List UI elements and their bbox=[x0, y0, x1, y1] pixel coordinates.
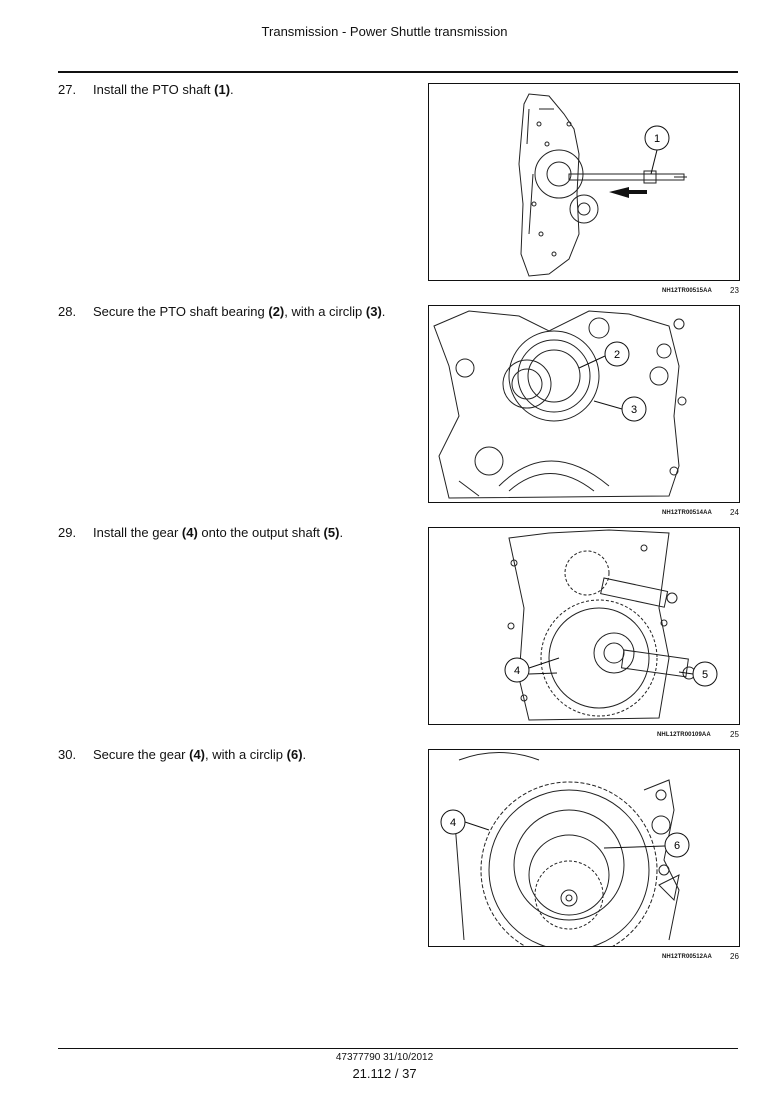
step-number: 27. bbox=[58, 82, 77, 97]
callout-6-marker bbox=[664, 832, 690, 858]
part-ref: (4) bbox=[189, 747, 206, 762]
footer-divider bbox=[58, 1048, 738, 1049]
callout-label: 1 bbox=[654, 133, 660, 145]
figure-23-pto-shaft-illustration: 1 bbox=[428, 83, 740, 281]
step-text: Secure the gear bbox=[93, 747, 190, 762]
figure-number: 24 bbox=[730, 508, 739, 517]
footer-document-id: 47377790 31/10/2012 bbox=[335, 1052, 434, 1063]
figure-number: 26 bbox=[730, 952, 739, 961]
output-gear-drawing: 4 5 bbox=[504, 529, 718, 721]
figure-code: NH12TR00515AA bbox=[662, 288, 712, 294]
footer-page-number: 21.112 / 37 bbox=[352, 1066, 417, 1081]
step-27: 27.Install the PTO shaft (1). bbox=[58, 82, 234, 97]
callout-label: 6 bbox=[674, 840, 680, 852]
part-ref: (1) bbox=[214, 82, 231, 97]
callout-label: 4 bbox=[450, 817, 456, 829]
step-text: Secure the PTO shaft bearing bbox=[93, 304, 269, 319]
step-text: Install the PTO shaft bbox=[93, 82, 215, 97]
step-number: 29. bbox=[58, 525, 77, 540]
callout-2-marker bbox=[604, 341, 630, 367]
callout-label: 3 bbox=[631, 404, 637, 416]
figure-number: 23 bbox=[730, 286, 739, 295]
figure-24-bearing-circlip-illustration: 2 3 bbox=[428, 305, 740, 503]
callout-label: 4 bbox=[514, 665, 520, 677]
figure-code: NH12TR00514AA bbox=[662, 510, 712, 516]
step-29: 29.Install the gear (4) onto the output … bbox=[58, 525, 344, 540]
step-28: 28.Secure the PTO shaft bearing (2), wit… bbox=[58, 304, 386, 319]
callout-label: 2 bbox=[614, 349, 620, 361]
figure-25-output-gear-illustration: 4 5 bbox=[428, 527, 740, 725]
step-30: 30.Secure the gear (4), with a circlip (… bbox=[58, 747, 307, 762]
page-header-title: Transmission - Power Shuttle transmissio… bbox=[261, 24, 508, 39]
step-text: Install the gear bbox=[93, 525, 182, 540]
figure-code: NH12TR00512AA bbox=[662, 954, 712, 960]
callout-4-marker bbox=[504, 657, 530, 683]
figure-number: 25 bbox=[730, 730, 739, 739]
part-ref: (2) bbox=[268, 304, 285, 319]
part-ref: (3) bbox=[365, 304, 382, 319]
figure-26-gear-circlip-illustration: 4 6 bbox=[428, 749, 740, 947]
header-divider bbox=[58, 71, 738, 73]
bearing-circlip-drawing: 2 3 bbox=[433, 310, 687, 499]
part-ref: (5) bbox=[323, 525, 340, 540]
part-ref: (4) bbox=[181, 525, 198, 540]
gear-circlip-drawing: 4 6 bbox=[440, 752, 690, 946]
step-number: 30. bbox=[58, 747, 77, 762]
figure-code: NHL12TR00109AA bbox=[657, 732, 711, 738]
pto-shaft-drawing: 1 bbox=[518, 93, 687, 277]
part-ref: (6) bbox=[286, 747, 303, 762]
step-number: 28. bbox=[58, 304, 77, 319]
callout-label: 5 bbox=[702, 669, 708, 681]
